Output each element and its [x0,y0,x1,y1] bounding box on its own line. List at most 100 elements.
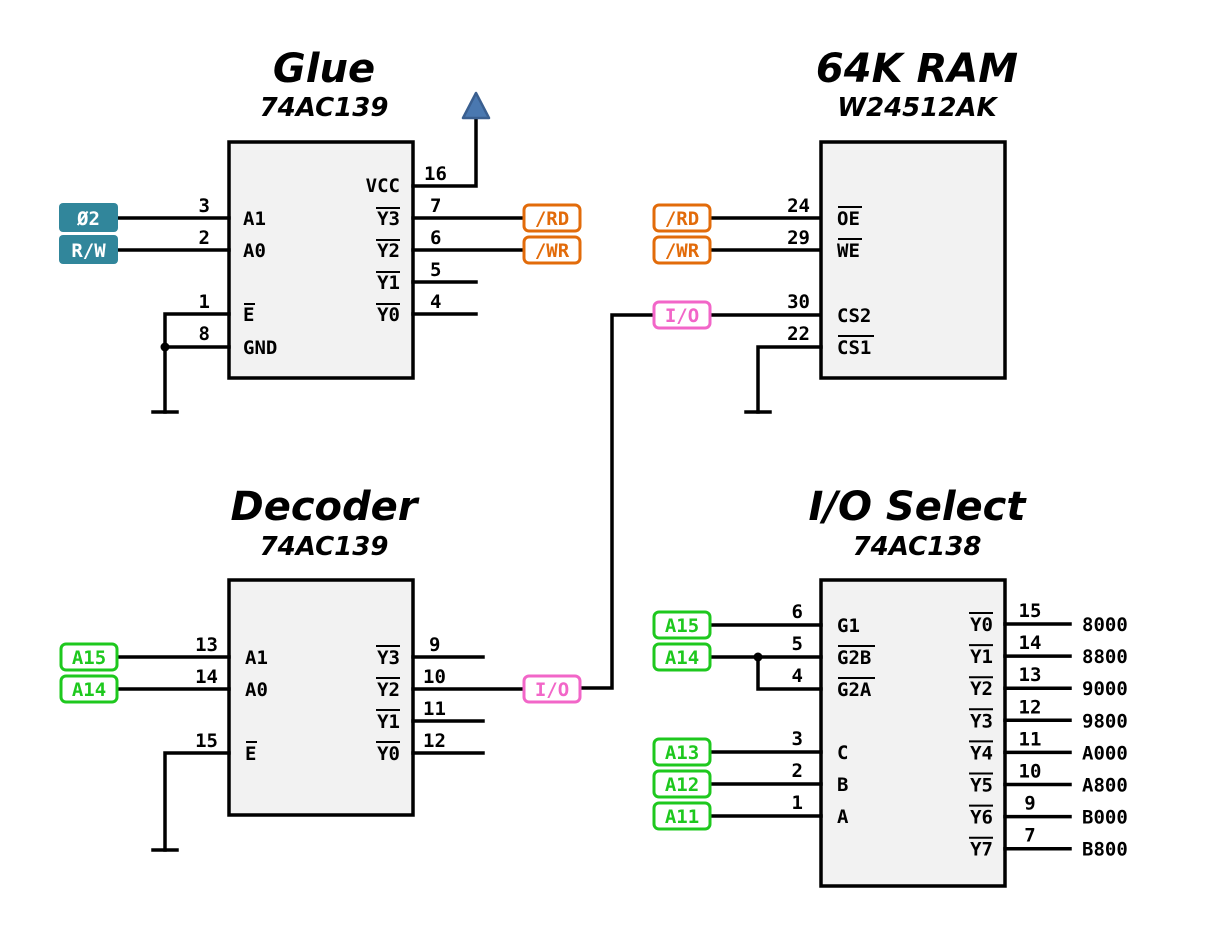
net-label-text: /RD [665,208,699,230]
net-label-text: A12 [665,774,699,796]
chip-ioselect: I/O Select 74AC138 6 5 4 3 2 1 G1 G2B G2… [709,484,1128,888]
net-label-a14[interactable]: A14 [652,642,712,672]
net-label-text: /WR [535,240,570,262]
address-label: B000 [1082,807,1128,829]
pin-name: CS2 [837,305,871,327]
net-label-a13[interactable]: A13 [652,737,712,767]
net-label-text: A15 [72,647,106,669]
chip-glue-title: Glue [273,46,375,92]
chip-ioselect-part: 74AC138 [853,532,982,562]
pin-name: A0 [245,679,268,701]
pin-name: Y3 [377,208,400,230]
pin-name: Y4 [970,742,993,764]
chip-ram-title: 64K RAM [816,46,1018,92]
net-label-text: A15 [665,615,699,637]
pin-name: B [837,774,848,796]
net-label-rd[interactable]: /RD [652,203,712,233]
net-label-io[interactable]: I/O [652,300,712,330]
pin-name: A1 [243,208,266,230]
chip-ram: 64K RAM W24512AK 24 29 30 22 OE WE CS2 C… [744,46,1018,414]
pin-number: 12 [1019,696,1042,718]
chip-ram-body [819,140,1007,380]
pin-name: E [245,743,256,765]
pin-name: OE [837,208,860,230]
wire-glue-vcc [411,116,478,188]
net-label-text: Ø2 [76,208,100,230]
pin-number: 13 [195,634,218,656]
address-label: 9800 [1082,710,1128,732]
net-label-a15[interactable]: A15 [652,610,712,640]
wire-ram-cs1 [756,345,823,414]
pin-number: 9 [429,634,440,656]
pin-name: Y0 [970,614,993,636]
pin-number: 3 [792,728,803,750]
chip-decoder-part: 74AC139 [260,532,389,562]
pin-number: 22 [787,323,810,345]
chip-decoder: Decoder 74AC139 13 14 15 A1 A0 E 9 10 11… [116,484,526,852]
address-label: A000 [1082,742,1128,764]
net-label-wr[interactable]: /WR [522,235,582,265]
net-label-text: A14 [665,647,699,669]
wire-io-net [578,313,656,690]
chip-ram-part: W24512AK [837,93,998,123]
pin-number: 7 [430,195,441,217]
net-label-text: R/W [71,240,106,262]
net-label-wr[interactable]: /WR [652,235,712,265]
pin-number: 14 [1019,632,1042,654]
pin-name: Y3 [970,710,993,732]
pin-name: C [837,742,848,764]
pin-name: Y7 [970,839,993,861]
pin-number: 5 [792,633,803,655]
pin-name: A1 [245,647,268,669]
pin-number: 15 [1019,600,1042,622]
net-label-a15[interactable]: A15 [59,642,119,672]
net-label-rd[interactable]: /RD [522,203,582,233]
net-label-text: A14 [72,679,106,701]
vcc-arrow-icon [461,91,491,120]
pin-name: Y5 [970,775,993,797]
pin-number: 30 [787,291,810,313]
pin-name: Y6 [970,807,993,829]
address-label: A800 [1082,775,1128,797]
pin-number: 29 [787,227,810,249]
net-label-a12[interactable]: A12 [652,769,712,799]
chip-ioselect-title: I/O Select [808,484,1027,530]
chip-glue-body [227,140,415,380]
wire-glue-e [163,312,231,414]
pin-number: 13 [1019,664,1042,686]
pin-name: A0 [243,240,266,262]
pin-name: G2B [837,647,871,669]
wire-decoder-e [163,751,231,852]
net-label-phi2[interactable]: Ø2 [59,203,118,232]
pin-name: Y1 [377,272,400,294]
pin-number: 24 [787,195,810,217]
pin-number: 9 [1024,793,1035,815]
chip-glue-part: 74AC139 [260,93,389,123]
net-label-text: I/O [665,305,699,327]
pin-name: A [837,806,849,828]
net-label-text: /WR [665,240,700,262]
pin-name: Y0 [377,304,400,326]
pin-number: 10 [423,666,446,688]
pin-number: 2 [792,760,803,782]
net-label-a14[interactable]: A14 [59,674,119,704]
chip-decoder-body [227,578,415,817]
net-label-a11[interactable]: A11 [652,801,712,831]
net-label-io[interactable]: I/O [522,674,582,704]
pin-name: GND [243,337,277,359]
junction-dot [753,652,763,662]
pin-name: Y1 [377,711,400,733]
address-label: 8000 [1082,614,1128,636]
pin-name: G2A [837,679,872,701]
pin-number: 8 [199,323,210,345]
pin-name: VCC [366,175,400,197]
pin-number: 11 [1019,728,1042,750]
pin-number: 14 [195,666,218,688]
net-label-rw[interactable]: R/W [59,235,118,264]
address-label: B800 [1082,839,1128,861]
pin-number: 7 [1024,825,1035,847]
pin-number: 1 [792,792,803,814]
pin-number: 12 [423,730,446,752]
